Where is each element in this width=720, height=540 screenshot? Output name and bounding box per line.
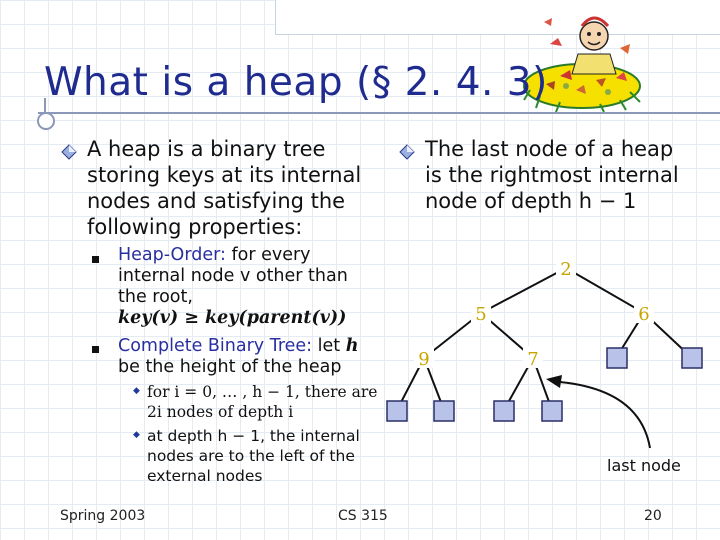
- node-key-root: 2: [560, 259, 571, 280]
- last-node-label: last node: [607, 456, 681, 475]
- external-node: [681, 347, 703, 369]
- sub2-line1: at depth h − 1, the internal: [147, 427, 360, 445]
- node-key: 9: [418, 349, 429, 370]
- heap-order-line1: for every: [225, 245, 311, 265]
- diamond-bullet-icon: [61, 144, 77, 160]
- left-bullet-line: A heap is a binary tree: [87, 137, 326, 161]
- node-key-last: 7: [527, 349, 538, 370]
- external-node: [541, 400, 563, 422]
- external-node: [386, 400, 408, 422]
- external-node: [433, 400, 455, 422]
- footer-date: Spring 2003: [60, 508, 146, 524]
- arrowhead-icon: [546, 375, 562, 388]
- heap-order-line3: the root,: [118, 287, 193, 307]
- right-bullet-line: node of depth h − 1: [425, 189, 637, 213]
- sub1-line1: for i = 0, … , h − 1, there are: [147, 383, 378, 401]
- last-node-pointer: [559, 381, 651, 449]
- triangle-bullet-icon: ◆: [133, 386, 140, 396]
- node-key: 6: [638, 304, 649, 325]
- leaf-pile-illustration: [523, 16, 641, 113]
- square-bullet-icon: [92, 346, 99, 353]
- heap-order-line2: internal node v other than: [118, 266, 348, 286]
- sub1-line2: 2i nodes of depth i: [147, 403, 294, 421]
- sub2-line2: nodes are to the left of the: [147, 447, 355, 465]
- complete-tree-label: Complete Binary Tree:: [118, 336, 313, 356]
- complete-tree-line2: be the height of the heap: [118, 357, 342, 377]
- right-bullet-line: is the rightmost internal: [425, 163, 679, 187]
- complete-tree-let: let: [312, 336, 346, 356]
- internal-nodes: 2 5 6 9 7: [414, 256, 654, 370]
- header-box: [275, 0, 720, 35]
- sub2-line3: external nodes: [147, 467, 263, 485]
- node-key: 5: [475, 304, 486, 325]
- heap-order-label: Heap-Order:: [118, 245, 226, 265]
- left-bullet-text: A heap is a binary tree storing keys at …: [87, 136, 361, 240]
- complete-tree-text: Complete Binary Tree: let h be the heigh…: [118, 336, 358, 378]
- tree-edges: [396, 267, 693, 411]
- left-bullet-line: storing keys at its internal: [87, 163, 362, 187]
- footer-course: CS 315: [338, 508, 388, 524]
- triangle-bullet-icon: ◆: [133, 430, 140, 440]
- heap-order-formula: key(v) ≥ key(parent(v)): [118, 308, 347, 328]
- heap-order-text: Heap-Order: for every internal node v ot…: [118, 245, 348, 329]
- complete-tree-h: h: [345, 336, 359, 356]
- left-bullet-line: following properties:: [87, 215, 303, 239]
- diamond-bullet-icon: [399, 144, 415, 160]
- slide-title: What is a heap (§ 2. 4. 3): [44, 60, 548, 105]
- title-circle-decoration: [37, 112, 55, 130]
- title-rule: [38, 112, 720, 114]
- square-bullet-icon: [92, 256, 99, 263]
- sub-bullet-last-depth: at depth h − 1, the internal nodes are t…: [147, 426, 360, 486]
- external-node: [606, 347, 628, 369]
- external-nodes: [386, 347, 703, 422]
- external-node: [493, 400, 515, 422]
- left-bullet-line: nodes and satisfying the: [87, 189, 346, 213]
- page-number: 20: [644, 508, 662, 524]
- right-bullet-text: The last node of a heap is the rightmost…: [425, 136, 679, 214]
- sub-bullet-depth-count: for i = 0, … , h − 1, there are 2i nodes…: [147, 382, 377, 422]
- right-bullet-line: The last node of a heap: [425, 137, 674, 161]
